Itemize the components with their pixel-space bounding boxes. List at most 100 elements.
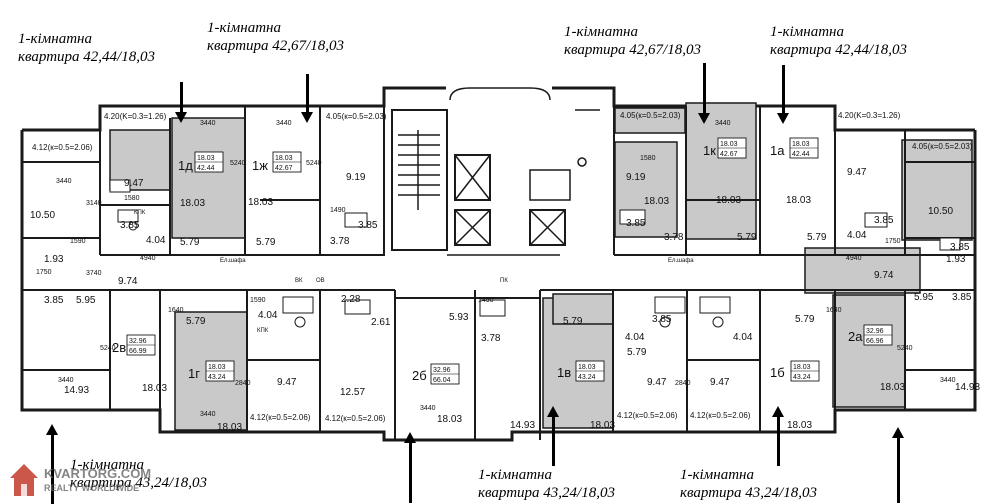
svg-text:1г: 1г [188,366,200,381]
svg-text:18.03: 18.03 [275,155,293,162]
caption-top-2: 1-кімнатна квартира 42,67/18,03 [207,19,344,55]
caption-line-2: квартира 42,67/18,03 [207,38,344,54]
svg-text:2а: 2а [848,329,863,344]
caption-bottom-3: 1-кімнатна квартира 43,24/18,03 [680,466,817,502]
svg-text:Ел.шафа: Ел.шафа [220,258,246,264]
room-area-labels: 9.47 10.50 3.85 4.04 5.79 18.03 5.79 9.1… [30,167,980,433]
svg-text:18.03: 18.03 [793,364,811,371]
svg-text:КПК: КПК [257,328,269,334]
svg-text:18.03: 18.03 [217,422,242,433]
watermark-brand: KVARTORG.COM [44,466,151,481]
svg-text:3.85: 3.85 [626,218,646,229]
caption-line-1: 1-кімнатна [770,24,844,40]
svg-text:18.03: 18.03 [644,196,669,207]
svg-text:14.93: 14.93 [955,382,980,393]
svg-text:5.79: 5.79 [807,232,827,243]
svg-text:3.85: 3.85 [652,314,672,325]
wall-labels: Ел.шафа Ел.шафа КПК КПК ВК ОВ ПК [134,210,694,334]
svg-text:10.50: 10.50 [928,206,953,217]
svg-text:18.03: 18.03 [590,420,615,431]
svg-text:3.78: 3.78 [664,232,684,243]
svg-text:18.03: 18.03 [578,364,596,371]
svg-text:1б: 1б [770,365,785,380]
caption-top-4: 1-кімнатна квартира 42,44/18,03 [770,23,907,59]
caption-line-2: квартира 43,24/18,03 [70,475,207,491]
svg-text:9.47: 9.47 [277,377,297,388]
svg-text:5.95: 5.95 [76,295,96,306]
svg-text:43.24: 43.24 [578,374,596,381]
svg-text:4.04: 4.04 [733,332,753,343]
svg-text:3.85: 3.85 [874,215,894,226]
svg-text:14.93: 14.93 [510,420,535,431]
svg-text:4.05(к=0.5=2.03): 4.05(к=0.5=2.03) [620,111,681,120]
room-right-stair [901,139,973,241]
svg-text:1а: 1а [770,143,785,158]
svg-text:4.12(к=0.5=2.06): 4.12(к=0.5=2.06) [250,413,311,422]
svg-text:42.44: 42.44 [197,165,215,172]
svg-text:1750: 1750 [885,238,901,245]
svg-text:9.74: 9.74 [118,276,138,287]
fixtures [109,179,961,328]
svg-text:3440: 3440 [200,411,216,418]
svg-text:5.79: 5.79 [737,232,757,243]
svg-text:3440: 3440 [715,120,731,127]
svg-text:66.96: 66.96 [866,338,884,345]
caption-line-1: 1-кімнатна [564,24,638,40]
house-icon [10,464,38,496]
svg-text:18.03: 18.03 [787,420,812,431]
svg-text:9.47: 9.47 [647,377,667,388]
svg-text:3440: 3440 [200,120,216,127]
central-core [391,87,600,256]
svg-text:66.99: 66.99 [129,348,147,355]
svg-text:18.03: 18.03 [180,198,205,209]
watermark-logo: KVARTORG.COM REALTY WORLDWIDE [10,464,151,496]
svg-text:9.19: 9.19 [346,172,366,183]
watermark-tagline: REALTY WORLDWIDE [44,483,139,493]
caption-top-1: 1-кімнатна квартира 42,44/18,03 [18,30,155,66]
svg-text:4.12(к=0.5=2.06): 4.12(к=0.5=2.06) [32,143,93,152]
svg-text:1д: 1д [178,158,193,173]
svg-text:5.79: 5.79 [180,237,200,248]
room-1к-living [685,102,757,240]
caption-line-1: 1-кімнатна [680,467,754,483]
caption-bottom-2: 1-кімнатна квартира 43,24/18,03 [478,466,615,502]
svg-text:1580: 1580 [640,155,656,162]
svg-text:3.78: 3.78 [330,236,350,247]
svg-text:4.12(к=0.5=2.06): 4.12(к=0.5=2.06) [617,411,678,420]
svg-text:18.03: 18.03 [142,383,167,394]
caption-line-1: 1-кімнатна [70,457,144,473]
svg-text:32.96: 32.96 [433,367,451,374]
svg-text:5.79: 5.79 [563,316,583,327]
svg-text:4.05(к=0.5=2.03): 4.05(к=0.5=2.03) [912,142,973,151]
svg-text:1640: 1640 [168,307,184,314]
svg-text:9.47: 9.47 [710,377,730,388]
svg-text:5240: 5240 [100,345,116,352]
svg-text:2840: 2840 [675,380,691,387]
svg-text:4.04: 4.04 [625,332,645,343]
svg-text:18.03: 18.03 [248,197,273,208]
caption-bottom-1: 1-кімнатна квартира 43,24/18,03 [70,456,207,492]
svg-text:1490: 1490 [478,297,494,304]
svg-text:3440: 3440 [58,377,74,384]
svg-text:4.20(K=0.3=1.26): 4.20(K=0.3=1.26) [838,111,901,120]
caption-line-1: 1-кімнатна [478,467,552,483]
svg-text:5.95: 5.95 [914,292,934,303]
caption-line-2: квартира 42,44/18,03 [770,42,907,58]
svg-text:ОВ: ОВ [316,278,325,284]
svg-text:43.24: 43.24 [793,374,811,381]
svg-text:43.24: 43.24 [208,374,226,381]
svg-text:3140: 3140 [86,200,102,207]
svg-text:1590: 1590 [70,238,86,245]
svg-text:42.44: 42.44 [792,151,810,158]
svg-text:1в: 1в [557,365,571,380]
svg-text:5240: 5240 [897,345,913,352]
svg-text:3.85: 3.85 [44,295,64,306]
svg-text:42.67: 42.67 [275,165,293,172]
svg-text:4940: 4940 [846,255,862,262]
